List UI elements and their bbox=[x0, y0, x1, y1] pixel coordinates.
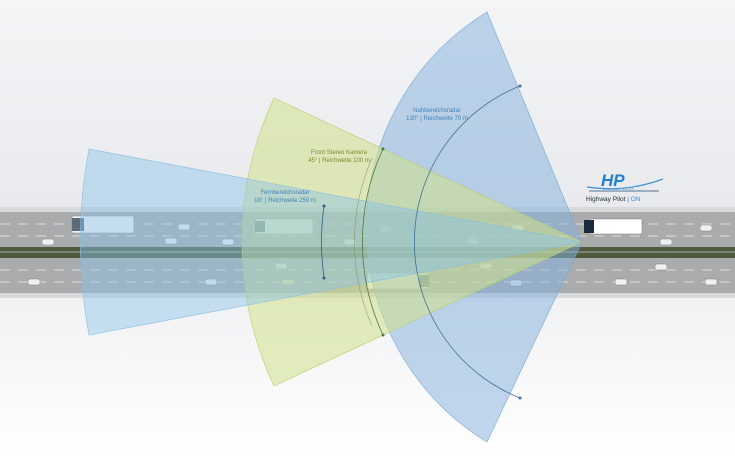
car bbox=[204, 278, 218, 286]
status-label: Highway Pilot bbox=[586, 196, 626, 203]
cone-front-stereo-kamera bbox=[241, 97, 583, 387]
car bbox=[221, 238, 235, 246]
arc-dot bbox=[322, 276, 326, 280]
car bbox=[177, 223, 191, 231]
arc-kamera-outer bbox=[361, 148, 384, 336]
label-front-stereo-kamera-spec: 45° | Reichweite 100 m bbox=[308, 158, 370, 164]
car bbox=[164, 237, 178, 245]
label-nahbereichsradar: Nahbereichsradar 130° | Reichweite 70 m bbox=[392, 107, 482, 123]
label-front-stereo-kamera-name: Front Stereo Kamera bbox=[310, 150, 368, 156]
logo-subtext: HIGHWAY PILOT bbox=[603, 187, 634, 191]
logo-swoosh bbox=[586, 178, 664, 190]
label-nahbereichsradar-name: Nahbereichsradar bbox=[413, 108, 461, 114]
sensor-cones bbox=[80, 11, 583, 443]
arc-dot bbox=[518, 396, 522, 400]
arc-dot bbox=[381, 333, 385, 337]
ego-truck bbox=[584, 218, 643, 235]
label-nahbereichsradar-spec: 130° | Reichweite 70 m bbox=[406, 116, 468, 122]
highway-pilot-status: Highway Pilot | ON bbox=[586, 196, 640, 203]
label-front-stereo-kamera: Front Stereo Kamera 45° | Reichweite 100… bbox=[294, 149, 384, 165]
label-fernbereichsradar-spec: 18° | Reichweite 250 m bbox=[254, 198, 316, 204]
arc-fernbereich bbox=[321, 205, 325, 279]
highway-pilot-logo: HP HIGHWAY PILOT bbox=[586, 171, 664, 192]
cone-fernbereichsradar bbox=[80, 148, 583, 336]
label-fernbereichsradar-name: Fernbereichsradar bbox=[260, 190, 310, 196]
status-separator: | bbox=[627, 196, 629, 203]
arc-dot bbox=[518, 84, 522, 88]
car bbox=[659, 238, 673, 246]
car bbox=[704, 278, 718, 286]
truck bbox=[71, 215, 135, 234]
car bbox=[41, 238, 55, 246]
label-fernbereichsradar: Fernbereichsradar 18° | Reichweite 250 m bbox=[240, 189, 330, 205]
car bbox=[699, 224, 713, 232]
logo-mark: HP bbox=[601, 171, 625, 190]
arc-dot bbox=[381, 147, 385, 151]
arc-nahbereich bbox=[413, 85, 521, 399]
car bbox=[614, 278, 628, 286]
arc-kamera-inner bbox=[354, 157, 373, 327]
car bbox=[27, 278, 41, 286]
arc-dot bbox=[322, 204, 326, 208]
range-arcs bbox=[321, 84, 522, 400]
status-value: ON bbox=[630, 196, 641, 203]
car bbox=[654, 263, 668, 271]
